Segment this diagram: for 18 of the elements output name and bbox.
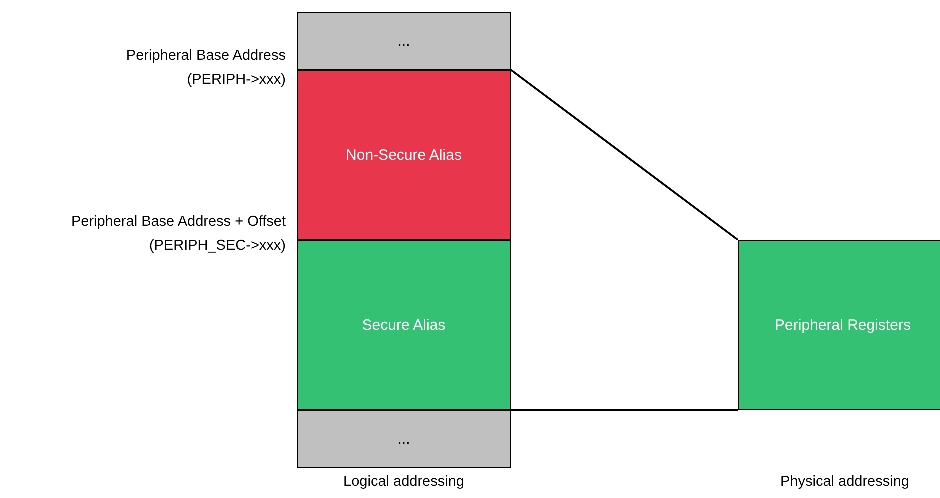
connector-line bbox=[511, 409, 738, 411]
connector-line bbox=[510, 69, 739, 241]
address-label: Peripheral Base Address bbox=[126, 48, 286, 64]
block-label: Peripheral Registers bbox=[775, 316, 911, 334]
address-label: (PERIPH_SEC->xxx) bbox=[149, 238, 286, 254]
block-label: ... bbox=[398, 430, 410, 448]
address-label: Peripheral Base Address + Offset bbox=[71, 214, 286, 230]
register-block bbox=[738, 240, 940, 410]
memory-block bbox=[297, 410, 511, 468]
address-label: (PERIPH->xxx) bbox=[187, 72, 286, 88]
block-label: Secure Alias bbox=[362, 316, 446, 334]
block-label: Non-Secure Alias bbox=[346, 146, 462, 164]
axis-caption: Physical addressing bbox=[780, 474, 910, 490]
memory-block bbox=[297, 240, 511, 410]
memory-block bbox=[297, 12, 511, 70]
axis-caption: Logical addressing bbox=[344, 474, 464, 490]
memory-block bbox=[297, 70, 511, 240]
block-label: ... bbox=[398, 32, 410, 50]
